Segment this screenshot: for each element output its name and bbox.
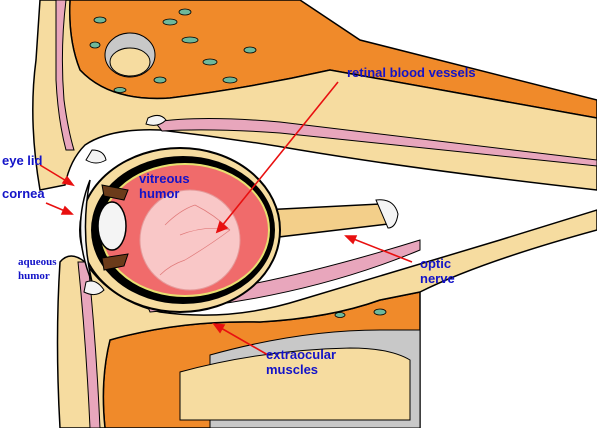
label-optic-nerve-line1: optic	[420, 256, 452, 271]
upper-orbital-tissue	[32, 0, 597, 191]
lens	[97, 201, 127, 251]
arrow-retinal-vessels	[216, 81, 339, 233]
lower-orbital-tissue	[56, 209, 597, 428]
ciliary-body-lower	[101, 253, 129, 271]
retina-disc	[139, 189, 241, 291]
tear-gland-blob	[145, 114, 167, 126]
label-vitreous-humor-line1: vitreous	[139, 171, 190, 186]
sinus-yellow-patch	[109, 47, 151, 77]
bone-trabeculae	[89, 8, 257, 93]
arrow-optic-nerve	[345, 235, 413, 263]
label-extraocular-muscles-line1: extraocular	[266, 347, 337, 362]
eyelid-muscle-strip	[55, 0, 75, 151]
upper-eyelash-blob	[85, 149, 107, 164]
label-aqueous-humor-line1: aqueous	[18, 256, 57, 268]
optic-nerve-sheath	[375, 199, 399, 229]
annotation-arrows	[39, 81, 413, 356]
lower-eyelash-blob	[83, 280, 105, 296]
lower-eyelid-muscle	[77, 261, 101, 428]
ciliary-body-upper	[101, 184, 129, 201]
arrow-extraocular	[213, 323, 269, 356]
label-cornea: cornea	[2, 186, 45, 201]
label-eye-lid: eye lid	[2, 153, 43, 168]
label-optic-nerve-line2: nerve	[420, 271, 455, 286]
label-vitreous-humor-line2: humor	[139, 186, 180, 201]
maxillary-sinus	[179, 347, 411, 421]
label-aqueous-humor-line2: humor	[18, 270, 50, 282]
label-retinal-blood-vessels: retinal blood vessels	[347, 65, 476, 80]
superior-rectus-muscle	[154, 118, 597, 167]
label-extraocular-muscles-line2: muscles	[266, 362, 319, 377]
